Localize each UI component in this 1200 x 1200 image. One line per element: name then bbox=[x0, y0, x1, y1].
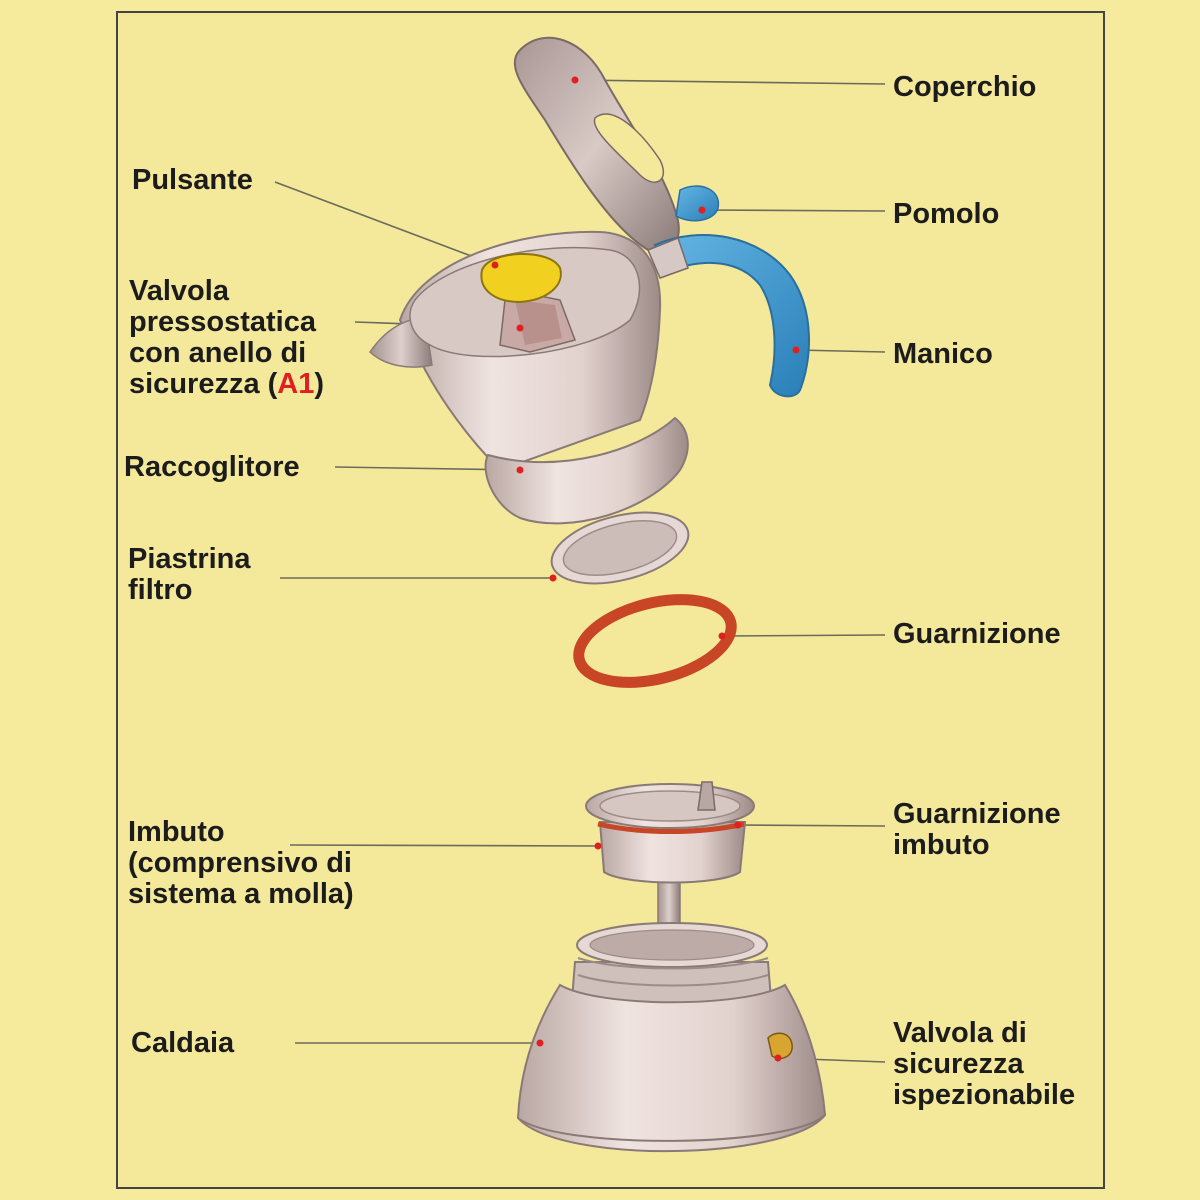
marker-pulsante bbox=[491, 261, 499, 269]
marker-caldaia bbox=[536, 1039, 544, 1047]
label-pulsante: Pulsante bbox=[132, 164, 253, 196]
label-imbuto: Imbuto (comprensivo di sistema a molla) bbox=[128, 816, 354, 910]
leader-guarnizione bbox=[721, 634, 886, 637]
pomolo-part bbox=[675, 185, 720, 222]
label-pomolo: Pomolo bbox=[893, 198, 1000, 230]
marker-guarnizione bbox=[718, 632, 726, 640]
manico-part bbox=[653, 234, 810, 398]
marker-coperchio bbox=[571, 76, 579, 84]
pulsante-part bbox=[480, 252, 562, 304]
leader-pomolo bbox=[701, 209, 886, 212]
leader-manico bbox=[795, 349, 886, 353]
valvola-text-close: ) bbox=[314, 368, 325, 400]
marker-raccoglitore bbox=[516, 466, 524, 474]
label-caldaia: Caldaia bbox=[131, 1027, 235, 1059]
marker-valvola bbox=[516, 324, 524, 332]
valvola-sicurezza-part bbox=[767, 1032, 793, 1060]
valvola-text: sicurezza ( bbox=[129, 368, 278, 400]
marker-piastrina bbox=[549, 574, 557, 582]
valvola-code-a1: A1 bbox=[277, 368, 315, 400]
label-raccoglitore: Raccoglitore bbox=[124, 451, 300, 483]
leader-guarnizione-imbuto bbox=[737, 824, 886, 827]
hinge-part bbox=[647, 237, 689, 279]
marker-valvola-sicurezza bbox=[774, 1054, 782, 1062]
leader-imbuto bbox=[289, 844, 599, 847]
marker-imbuto bbox=[594, 842, 602, 850]
label-piastrina-filtro: Piastrina filtro bbox=[128, 543, 251, 606]
piastrina-filtro-part bbox=[550, 511, 690, 585]
caldaia-part bbox=[516, 922, 827, 1153]
label-coperchio: Coperchio bbox=[893, 71, 1037, 103]
leader-pulsante bbox=[274, 181, 496, 266]
marker-manico bbox=[792, 346, 800, 354]
leader-coperchio bbox=[574, 79, 886, 85]
label-manico: Manico bbox=[893, 338, 993, 370]
marker-guarnizione-imbuto bbox=[734, 821, 742, 829]
label-valvola-pressostatica: Valvola pressostatica con anello di sicu… bbox=[129, 275, 325, 400]
label-valvola-sicurezza: Valvola di sicurezza ispezionabile bbox=[893, 1017, 1076, 1111]
guarnizione-part bbox=[573, 594, 737, 688]
label-guarnizione-imbuto: Guarnizione imbuto bbox=[893, 798, 1061, 861]
label-guarnizione: Guarnizione bbox=[893, 618, 1061, 650]
coperchio-part bbox=[513, 36, 680, 254]
marker-dots bbox=[491, 76, 800, 1062]
imbuto-part bbox=[585, 781, 755, 966]
marker-pomolo bbox=[698, 206, 706, 214]
